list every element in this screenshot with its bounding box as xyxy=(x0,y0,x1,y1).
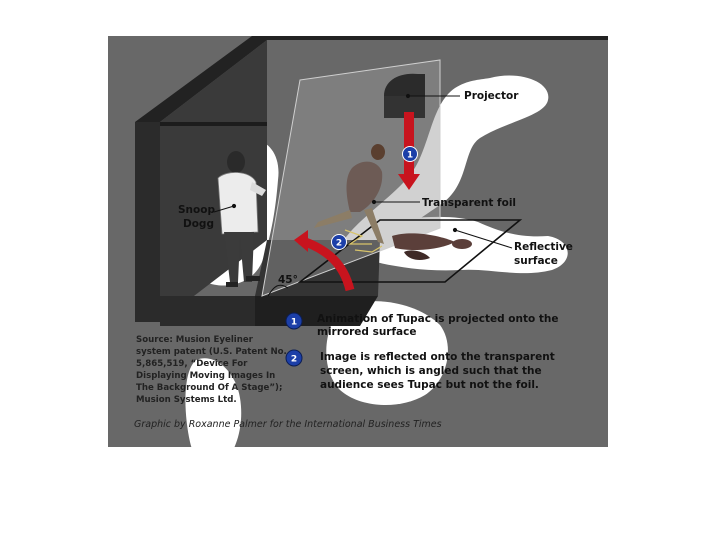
floor-reflection xyxy=(392,233,472,260)
svg-text:screen, which is angled such t: screen, which is angled such that the xyxy=(320,365,542,377)
svg-text:Animation of Tupac is projecte: Animation of Tupac is projected onto the xyxy=(317,313,558,325)
svg-text:Displaying Moving Images In: Displaying Moving Images In xyxy=(136,371,275,381)
reflective-surface-label-line2: surface xyxy=(514,255,558,267)
svg-text:2: 2 xyxy=(291,355,297,365)
svg-text:mirrored surface: mirrored surface xyxy=(317,326,416,338)
angle-arc xyxy=(267,284,289,297)
svg-text:Musion Systems Ltd.: Musion Systems Ltd. xyxy=(136,395,237,405)
svg-text:system patent (U.S. Patent No.: system patent (U.S. Patent No. xyxy=(136,347,287,357)
reflection-arrow xyxy=(294,230,355,292)
svg-text:The Background Of A Stage”);: The Background Of A Stage”); xyxy=(136,383,282,393)
snoop-dogg-label-line1: Snoop xyxy=(178,204,215,216)
svg-text:1: 1 xyxy=(291,318,297,328)
source-citation: Source: Musion Eyeliner system patent (U… xyxy=(136,335,287,405)
svg-text:Source: Musion Eyeliner: Source: Musion Eyeliner xyxy=(136,335,254,345)
reflective-surface-label-line1: Reflective xyxy=(514,241,573,253)
snoop-dogg-figure xyxy=(217,151,266,287)
badge-2-diagram: 2 xyxy=(331,234,347,250)
svg-text:5,865,519, “Device For: 5,865,519, “Device For xyxy=(136,359,248,369)
svg-text:2: 2 xyxy=(336,239,342,249)
leader-lines xyxy=(213,93,513,249)
projector-icon xyxy=(384,73,425,118)
transparent-foil-label: Transparent foil xyxy=(422,197,516,209)
reflective-surface xyxy=(297,219,523,283)
projection-arrow xyxy=(398,112,420,190)
projector-label: Projector xyxy=(464,90,519,102)
tupac-figure xyxy=(314,144,385,244)
svg-text:Image is reflected onto the tr: Image is reflected onto the transparent xyxy=(320,351,555,363)
step-2-note: 2 Image is reflected onto the transparen… xyxy=(285,349,555,391)
light-sparkles xyxy=(344,229,383,253)
svg-text:1: 1 xyxy=(407,151,413,161)
snoop-dogg-label-line2: Dogg xyxy=(183,218,214,230)
svg-text:audience sees Tupac but not th: audience sees Tupac but not the foil. xyxy=(320,379,539,391)
step-1-note: 1 Animation of Tupac is projected onto t… xyxy=(285,312,558,338)
angle-label: 45° xyxy=(278,274,298,286)
graphic-credit: Graphic by Roxanne Palmer for the Intern… xyxy=(134,419,442,430)
badge-1-diagram: 1 xyxy=(402,146,418,162)
